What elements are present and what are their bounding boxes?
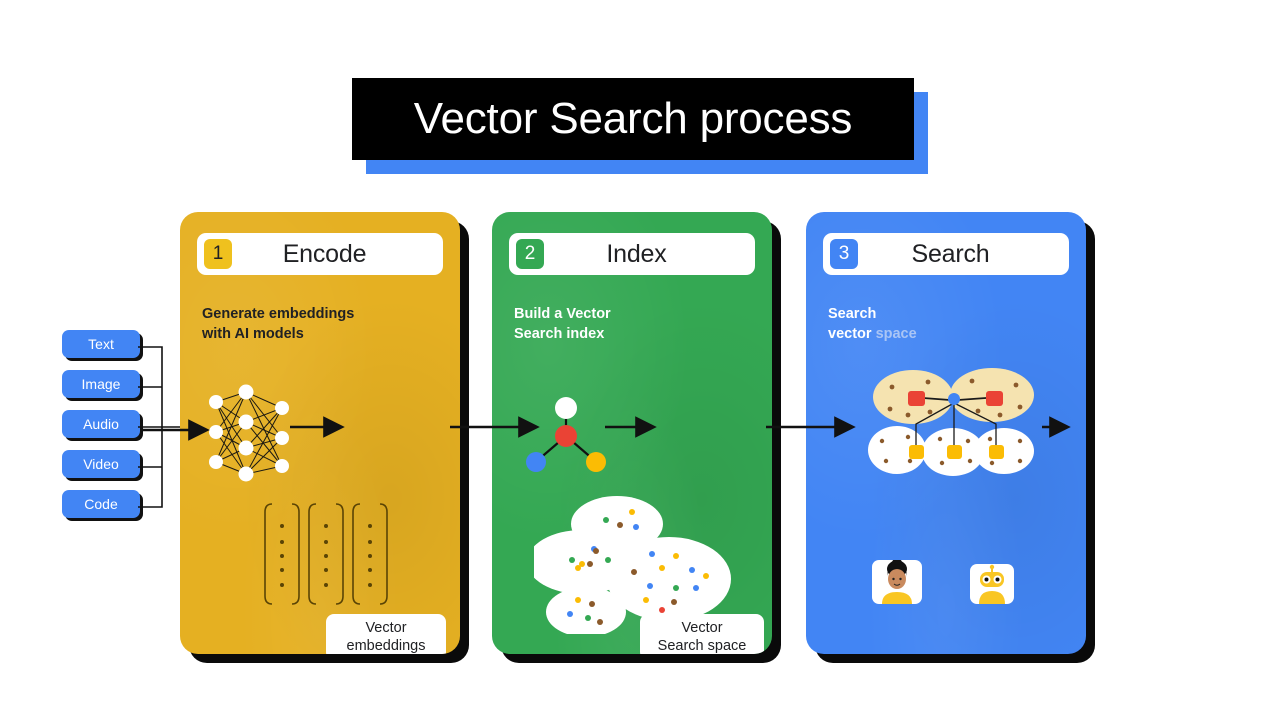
list-item: Audio — [62, 410, 142, 450]
step-number-badge: 1 — [204, 239, 232, 269]
card-header-encode: 1 Encode — [197, 233, 443, 275]
card-subtitle-line1: Generate embeddings — [202, 306, 355, 322]
step-number-badge: 3 — [830, 239, 858, 269]
chip-code[interactable]: Code — [62, 490, 140, 518]
card-header-index: 2 Index — [509, 233, 755, 275]
subtitle-word-vector: vector — [828, 326, 872, 342]
chip-label: Image — [81, 376, 121, 392]
card-title: Search — [911, 239, 990, 268]
card-subtitle-line2: with AI models — [202, 326, 304, 342]
chip-label: Video — [83, 456, 119, 472]
step-number-badge: 2 — [516, 239, 544, 269]
card-subtitle-line1: Build a Vector — [514, 306, 611, 322]
page-title-banner: Vector Search process — [352, 78, 928, 174]
card-subtitle: Build a Vector Search index — [514, 304, 611, 344]
card-subtitle: Search vector space — [828, 304, 917, 344]
search-result-clusters-icon — [868, 368, 1034, 476]
card-title: Index — [606, 239, 667, 268]
page-title: Vector Search process — [413, 94, 853, 143]
chip-label: Text — [88, 336, 114, 352]
list-item: Video — [62, 450, 142, 490]
input-modality-list: Text Image Audio Video Code — [62, 330, 142, 530]
card-header-search: 3 Search — [823, 233, 1069, 275]
robot-avatar — [970, 564, 1014, 604]
chip-audio[interactable]: Audio — [62, 410, 140, 438]
list-item: Text — [62, 330, 142, 370]
person-avatar — [872, 560, 922, 604]
chip-label: Audio — [83, 416, 119, 432]
neural-network-icon — [209, 384, 289, 482]
list-item: Image — [62, 370, 142, 410]
chip-label: Code — [84, 496, 118, 512]
card-encode[interactable]: 1 Encode Generate embeddings with AI mod… — [180, 212, 460, 654]
node-graph-icon — [526, 397, 606, 472]
chip-text[interactable]: Text — [62, 330, 140, 358]
card-subtitle-line1: Search — [828, 306, 877, 322]
card-index[interactable]: 2 Index Build a Vector Search index Vect… — [492, 212, 772, 654]
input-connector-lines — [138, 346, 188, 508]
chip-video[interactable]: Video — [62, 450, 140, 478]
list-item: Code — [62, 490, 142, 530]
card-title: Encode — [282, 239, 367, 268]
card-search[interactable]: 3 Search Search vector space — [806, 212, 1086, 654]
cluster-blobs-icon — [534, 496, 731, 634]
card-subtitle-line2: Search index — [514, 326, 605, 342]
subtitle-word-space: space — [875, 326, 917, 342]
title-box: Vector Search process — [352, 78, 914, 160]
card-subtitle-line2: vector space — [828, 324, 917, 344]
embedding-vectors-icon — [264, 503, 388, 605]
chip-image[interactable]: Image — [62, 370, 140, 398]
card-subtitle: Generate embeddings with AI models — [202, 304, 354, 344]
